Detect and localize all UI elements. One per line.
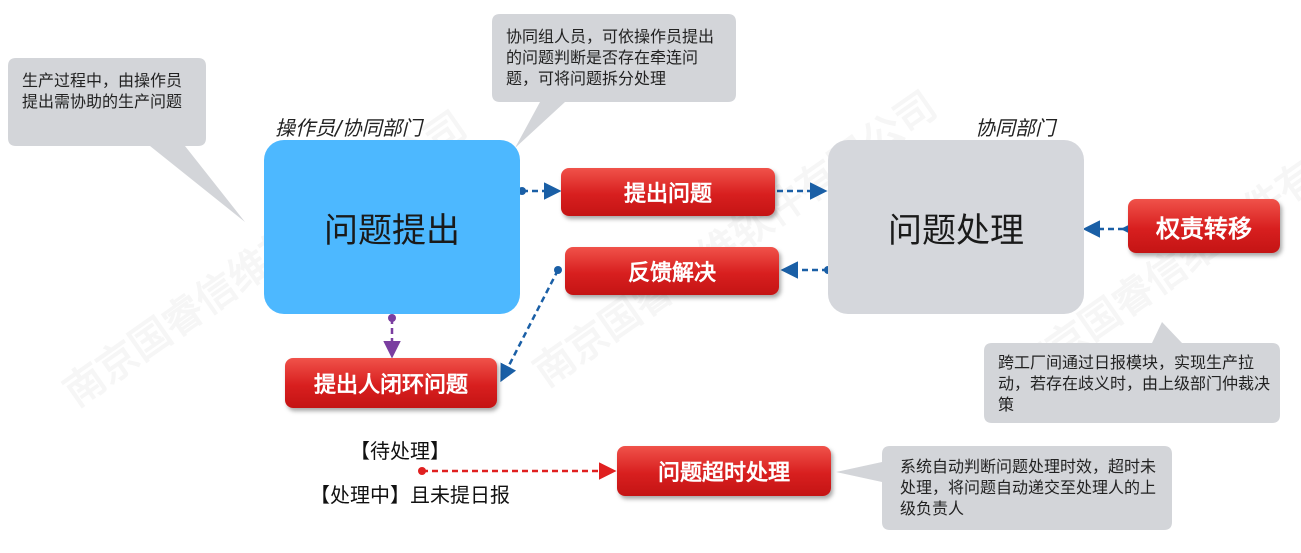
box-problem-raise: 问题提出 <box>264 140 520 314</box>
arrow-feedback-to-close-loop <box>500 269 560 383</box>
callout-production-bubble <box>8 58 245 222</box>
feedback-resolve-button[interactable]: 反馈解决 <box>565 247 779 295</box>
callout-collaborator-bubble <box>492 14 736 148</box>
timeout-handling-button[interactable]: 问题超时处理 <box>617 446 831 496</box>
callout-production-text: 生产过程中，由操作员提出需协助的生产问题 <box>22 71 183 111</box>
callout-collaborator-text: 协同组人员，可依操作员提出的问题判断是否存在牵连问题，可将问题拆分处理 <box>506 27 715 88</box>
submit-problem-button[interactable]: 提出问题 <box>561 168 775 216</box>
transfer-responsibility-button[interactable]: 权责转移 <box>1128 199 1280 253</box>
role-label-left: 操作员/协同部门 <box>275 116 422 140</box>
status-pending-label: 【待处理】 <box>350 439 450 463</box>
callout-auto-timeout-text: 系统自动判断问题处理时效，超时未处理，将问题自动递交至处理人的上级负责人 <box>900 457 1157 518</box>
callout-cross-factory-bubble <box>984 322 1280 423</box>
callout-auto-timeout-bubble <box>836 446 1172 530</box>
close-loop-button[interactable]: 提出人闭环问题 <box>285 358 497 408</box>
role-label-right: 协同部门 <box>975 116 1055 140</box>
callout-cross-factory-text: 跨工厂间通过日报模块，实现生产拉动，若存在歧义时，由上级部门仲裁决策 <box>998 353 1271 414</box>
box-problem-handle: 问题处理 <box>828 140 1084 314</box>
status-in-progress-label: 【处理中】且未提日报 <box>310 483 510 507</box>
